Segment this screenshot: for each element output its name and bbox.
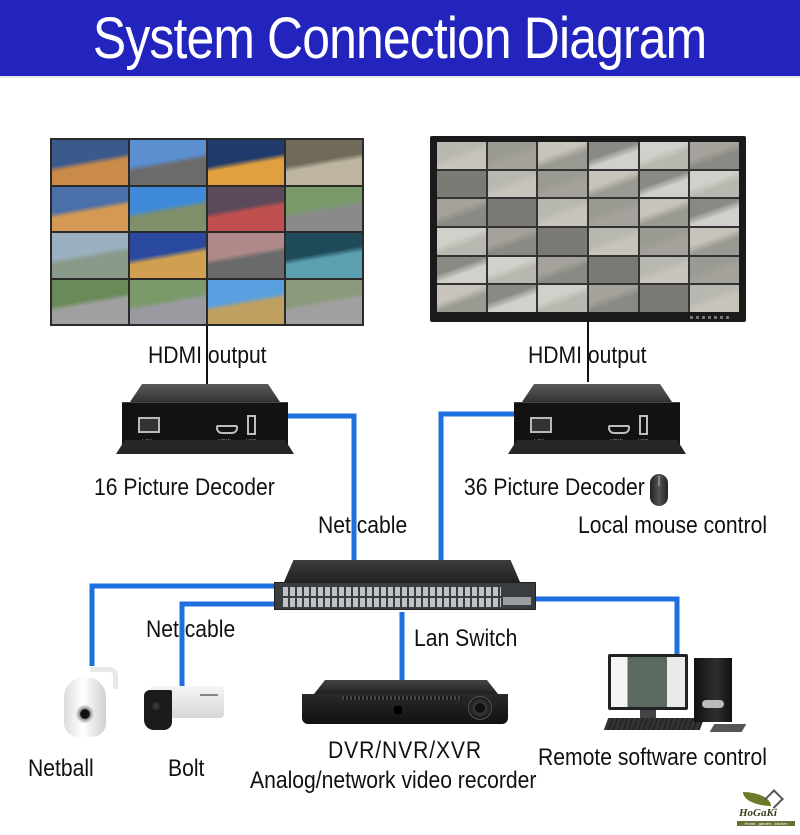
monitor-icon bbox=[430, 136, 746, 322]
camera-feed-tile bbox=[487, 256, 537, 284]
decoder16-label: 16 Picture Decoder bbox=[94, 474, 275, 501]
bolt-label: Bolt bbox=[168, 755, 205, 782]
camera-feed-tile bbox=[487, 142, 537, 169]
video-tile bbox=[52, 233, 128, 278]
logo-icon: HoGaKi Home - garden - kitchen bbox=[737, 789, 795, 830]
sfp-ports bbox=[503, 597, 531, 605]
camera-feed-tile bbox=[589, 199, 638, 226]
usb-port bbox=[247, 415, 256, 435]
camera-feed-tile bbox=[639, 227, 689, 255]
camera-feed-tile bbox=[437, 142, 486, 169]
video-tile bbox=[52, 186, 128, 231]
video-tile bbox=[130, 233, 206, 278]
camera-feed-tile bbox=[690, 285, 739, 312]
camera-feed-tile bbox=[589, 285, 638, 312]
net-cable-label-top: Net cable bbox=[318, 512, 408, 539]
camera-feed-tile bbox=[437, 227, 486, 255]
page-title: System Connection Diagram bbox=[93, 5, 707, 71]
camera-feed-tile bbox=[589, 256, 638, 284]
camera-feed-tile bbox=[589, 142, 638, 169]
video-tile bbox=[208, 233, 284, 278]
usb-port bbox=[639, 415, 648, 435]
mouse-icon bbox=[650, 474, 668, 506]
decoder-icon: LAN HDMI USB bbox=[508, 384, 686, 460]
pc-icon bbox=[603, 652, 752, 738]
camera-feed-tile bbox=[538, 170, 587, 198]
lan-switch-label: Lan Switch bbox=[414, 625, 518, 652]
camera-feed-tile bbox=[437, 199, 486, 226]
camera-feed-tile bbox=[538, 142, 587, 169]
dvr-title-label: DVR/NVR/XVR bbox=[328, 737, 483, 764]
netball-label: Netball bbox=[28, 755, 94, 782]
video-tile bbox=[130, 279, 206, 324]
camera-feed-tile bbox=[487, 199, 537, 226]
camera-feed-tile bbox=[538, 199, 587, 226]
video-tile bbox=[52, 279, 128, 324]
video-tile bbox=[208, 140, 284, 185]
camera-feed-tile bbox=[437, 170, 486, 198]
video-tile bbox=[286, 279, 362, 324]
monitor-buttons bbox=[690, 316, 730, 319]
video-wall-icon bbox=[50, 138, 364, 326]
dvr-description-label: Analog/network video recorder bbox=[250, 767, 537, 794]
monitor-screen bbox=[437, 142, 739, 312]
video-tile bbox=[208, 186, 284, 231]
camera-feed-tile bbox=[690, 142, 739, 169]
camera-feed-tile bbox=[639, 285, 689, 312]
camera-feed-tile bbox=[639, 142, 689, 169]
camera-feed-tile bbox=[487, 170, 537, 198]
lan-port bbox=[530, 417, 552, 433]
logo-name: HoGaKi bbox=[739, 807, 777, 819]
lan-port bbox=[138, 417, 160, 433]
bullet-camera-icon bbox=[144, 686, 224, 732]
hdmi-output-label-right: HDMI output bbox=[528, 342, 647, 369]
video-tile bbox=[286, 186, 362, 231]
camera-feed-tile bbox=[538, 256, 587, 284]
video-tile bbox=[286, 140, 362, 185]
net-cable-label-left: Net cable bbox=[146, 616, 236, 643]
camera-feed-tile bbox=[690, 199, 739, 226]
camera-feed-tile bbox=[639, 170, 689, 198]
remote-control-label: Remote software control bbox=[538, 744, 767, 771]
dome-camera-icon bbox=[62, 665, 118, 737]
mouse-label: Local mouse control bbox=[578, 512, 768, 539]
decoder36-label: 36 Picture Decoder bbox=[464, 474, 645, 501]
dvr-icon bbox=[300, 680, 510, 732]
camera-feed-tile bbox=[487, 285, 537, 312]
switch-icon bbox=[268, 560, 536, 616]
camera-feed-tile bbox=[690, 256, 739, 284]
camera-feed-tile bbox=[690, 227, 739, 255]
hdmi-port bbox=[216, 425, 238, 434]
hdmi-port bbox=[608, 425, 630, 434]
hdmi-output-label-left: HDMI output bbox=[148, 342, 267, 369]
title-banner: System Connection Diagram bbox=[0, 0, 800, 78]
camera-feed-tile bbox=[437, 285, 486, 312]
camera-feed-tile bbox=[639, 199, 689, 226]
camera-feed-tile bbox=[589, 227, 638, 255]
camera-feed-tile bbox=[589, 170, 638, 198]
logo-tagline: Home - garden - kitchen bbox=[737, 821, 795, 826]
video-tile bbox=[52, 140, 128, 185]
video-tile bbox=[208, 279, 284, 324]
video-tile bbox=[130, 186, 206, 231]
video-tile bbox=[130, 140, 206, 185]
video-tile bbox=[286, 233, 362, 278]
camera-feed-tile bbox=[639, 256, 689, 284]
camera-feed-tile bbox=[538, 227, 587, 255]
camera-feed-tile bbox=[487, 227, 537, 255]
camera-feed-tile bbox=[690, 170, 739, 198]
camera-feed-tile bbox=[538, 285, 587, 312]
decoder-icon: LAN HDMI USB bbox=[116, 384, 294, 460]
camera-feed-tile bbox=[437, 256, 486, 284]
switch-ports bbox=[283, 587, 501, 607]
